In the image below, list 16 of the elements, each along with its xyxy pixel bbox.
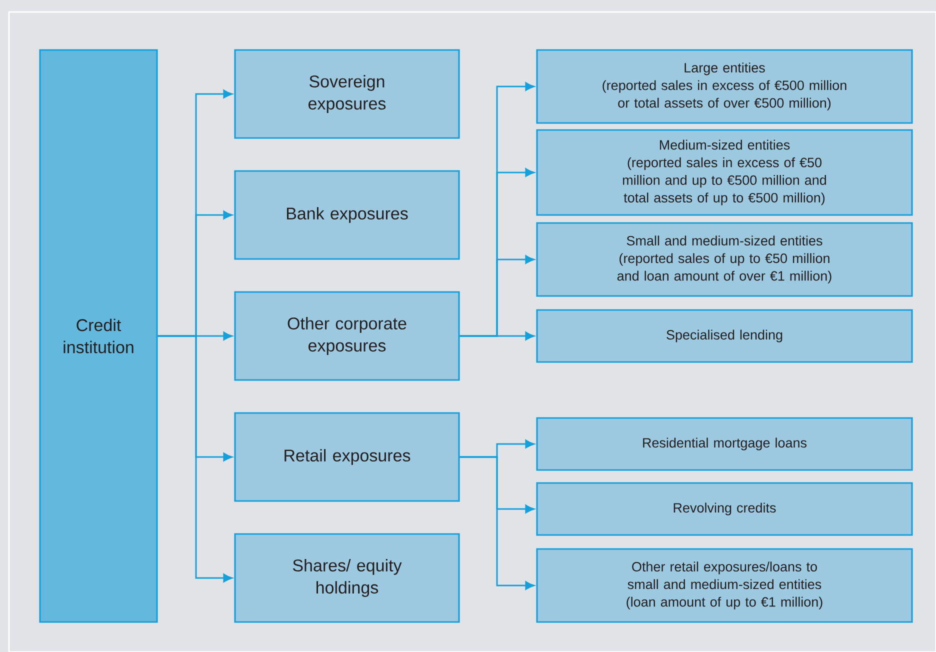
arrow (460, 456, 534, 590)
arrow (460, 332, 534, 340)
category-box: Bank exposures (234, 170, 460, 260)
category-box: Sovereign exposures (234, 49, 460, 139)
subcategory-box: Revolving credits (536, 482, 913, 536)
subcategory-box: Other retail exposures/loans to small and medium-sized entities (loan amount of up to €1 million) (536, 548, 913, 623)
subcategory-box: Large entities (reported sales in excess of €500 million or total assets of over €500 million) (536, 49, 913, 124)
category-box: Shares/ equity holdings (234, 533, 460, 623)
category-box: Retail exposures (234, 412, 460, 502)
category-box: Other corporate exposures (234, 291, 460, 381)
subcategory-box: Residential mortgage loans (536, 417, 913, 471)
arrow (158, 335, 232, 582)
subcategory-box: Medium-sized entities (reported sales in excess of €50 million and up to €500 million and total assets of up to €500 million) (536, 129, 913, 216)
subcategory-box: Specialised lending (536, 309, 913, 363)
subcategory-box: Small and medium-sized entities (reported sales of up to €50 million and loan amount of over €1 million) (536, 222, 913, 297)
root-box: Credit institution (39, 49, 158, 623)
